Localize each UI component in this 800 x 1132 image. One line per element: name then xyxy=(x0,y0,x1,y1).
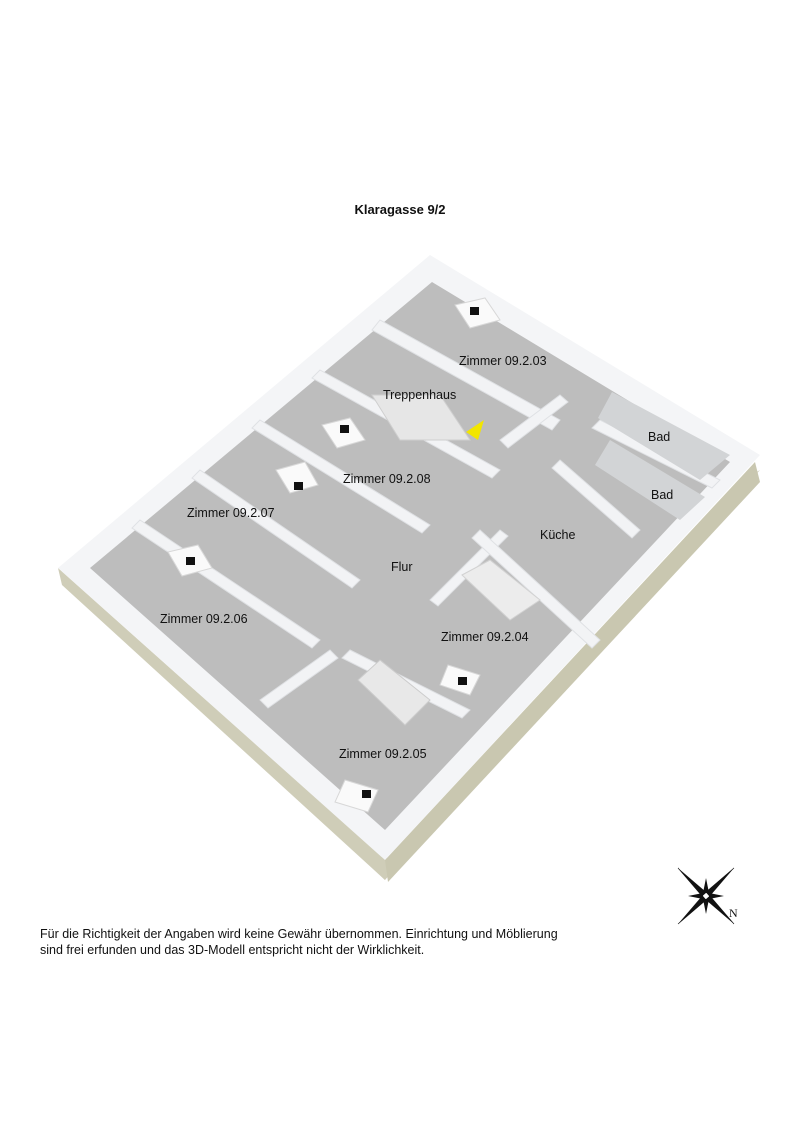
disclaimer-line-2: sind frei erfunden und das 3D-Modell ent… xyxy=(40,943,425,957)
entrance-arrow-icon xyxy=(466,420,484,440)
bath-tiles-1 xyxy=(598,392,730,480)
room-label-kueche: Küche xyxy=(540,528,576,542)
room-label-zimmer-09-2-04: Zimmer 09.2.04 xyxy=(441,630,529,644)
stairs xyxy=(371,394,471,441)
disclaimer: Für die Richtigkeit der Angaben wird kei… xyxy=(40,926,640,958)
bath-tiles-2 xyxy=(595,440,705,520)
room-label-treppenhaus: Treppenhaus xyxy=(383,388,457,402)
room-label-flur: Flur xyxy=(391,560,413,574)
compass-rose-icon xyxy=(677,867,735,925)
room-label-zimmer-09-2-03: Zimmer 09.2.03 xyxy=(459,354,547,368)
disclaimer-line-1: Für die Richtigkeit der Angaben wird kei… xyxy=(40,927,558,941)
bed xyxy=(461,559,541,621)
plan-title: Klaragasse 9/2 xyxy=(354,202,446,217)
room-label-bad-2: Bad xyxy=(651,488,674,502)
floor xyxy=(90,282,730,830)
room-label-zimmer-09-2-08: Zimmer 09.2.08 xyxy=(343,472,431,486)
room-label-zimmer-09-2-05: Zimmer 09.2.05 xyxy=(339,747,427,761)
compass-north-label: N xyxy=(729,906,738,920)
room-label-bad-1: Bad xyxy=(648,430,671,444)
bed xyxy=(357,659,431,726)
room-label-zimmer-09-2-06: Zimmer 09.2.06 xyxy=(160,612,248,626)
desk xyxy=(334,779,379,813)
room-label-zimmer-09-2-07: Zimmer 09.2.07 xyxy=(187,506,275,520)
desk xyxy=(275,461,319,494)
